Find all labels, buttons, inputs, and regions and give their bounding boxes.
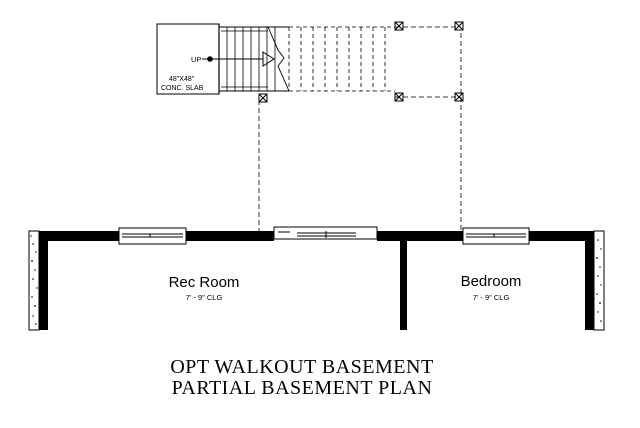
interior-partition-wall [400,238,407,330]
right-exterior-wall [585,231,594,330]
left-exterior-wall [39,231,48,330]
walls [39,231,594,330]
room-ceiling-rec-room: 7' - 9" CLG [186,293,223,302]
concrete-stipple [30,235,602,325]
slab-label-line1: 48"X48" [169,76,195,83]
left-foundation-wall [28,230,40,331]
slab-label-line2: CONC. SLAB [161,85,204,92]
stair-break-line [267,26,290,92]
window-rec-room [118,227,187,245]
deck-posts [258,21,464,103]
top-wall-segment [529,231,593,241]
foundation-walls [28,230,605,331]
deck-post [454,21,464,31]
room-ceiling-bedroom: 7' - 9" CLG [473,293,510,302]
up-leader-dot [207,56,213,62]
top-wall-segment [39,231,119,241]
window-bedroom [462,227,530,245]
stair-treads-dashed [288,26,395,92]
right-foundation-wall [593,230,605,331]
stair-arrow-head [262,51,275,67]
deck-post [258,93,268,103]
sliding-door [273,226,378,240]
room-name-bedroom: Bedroom [461,273,522,290]
top-wall-segment [186,231,274,241]
plan-title-line1: OPT WALKOUT BASEMENT [170,356,433,378]
deck-post [394,92,404,102]
windows [118,227,530,245]
deck-post [394,21,404,31]
deck-outline-dashed [258,26,462,232]
room-name-rec-room: Rec Room [169,274,240,291]
stair-deck-area [156,21,464,232]
plan-title-line2: PARTIAL BASEMENT PLAN [172,377,433,399]
top-wall-segment [377,231,463,241]
deck-post [454,92,464,102]
stair-direction-label: UP [191,55,201,64]
